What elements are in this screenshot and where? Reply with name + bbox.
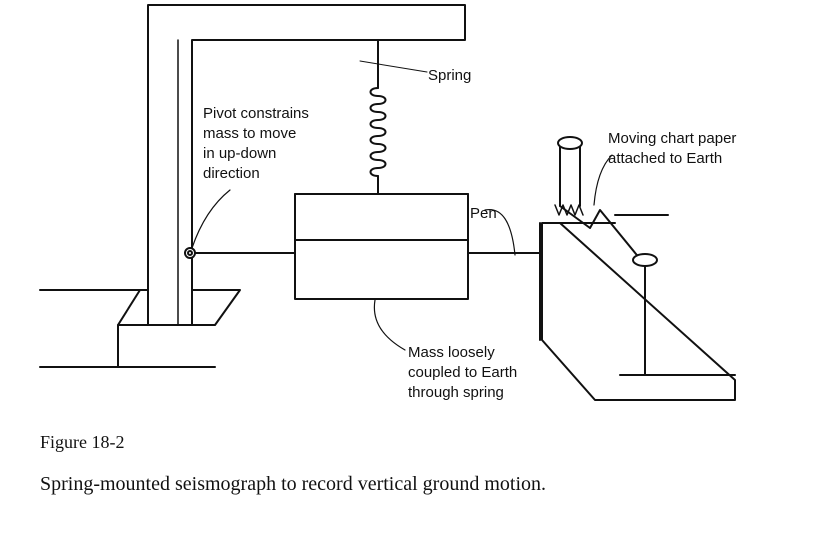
spring	[359, 39, 428, 216]
ground-base	[39, 289, 241, 368]
svg-text:through spring: through spring	[408, 384, 504, 401]
svg-text:in up-down: in up-down	[203, 145, 276, 162]
label-mass: Mass loosely coupled to Earth through sp…	[408, 344, 517, 401]
chart-paper	[539, 136, 736, 401]
label-spring: Spring	[428, 67, 471, 84]
svg-text:attached to Earth: attached to Earth	[608, 150, 722, 167]
svg-text:Mass loosely: Mass loosely	[408, 344, 495, 361]
svg-text:direction: direction	[203, 165, 260, 182]
svg-text:mass to move: mass to move	[203, 125, 296, 142]
svg-text:coupled to Earth: coupled to Earth	[408, 364, 517, 381]
svg-text:Moving chart paper: Moving chart paper	[608, 130, 736, 147]
svg-text:Pivot constrains: Pivot constrains	[203, 105, 309, 122]
figure-caption: Spring-mounted seismograph to record ver…	[40, 473, 547, 495]
label-chart-paper: Moving chart paper attached to Earth	[608, 130, 736, 167]
label-pen: Pen	[470, 205, 497, 222]
frame	[147, 4, 466, 326]
figure-number: Figure 18-2	[40, 432, 125, 452]
leader-lines	[191, 154, 613, 351]
mass-block	[294, 193, 469, 300]
label-pivot: Pivot constrains mass to move in up-down…	[203, 105, 309, 182]
